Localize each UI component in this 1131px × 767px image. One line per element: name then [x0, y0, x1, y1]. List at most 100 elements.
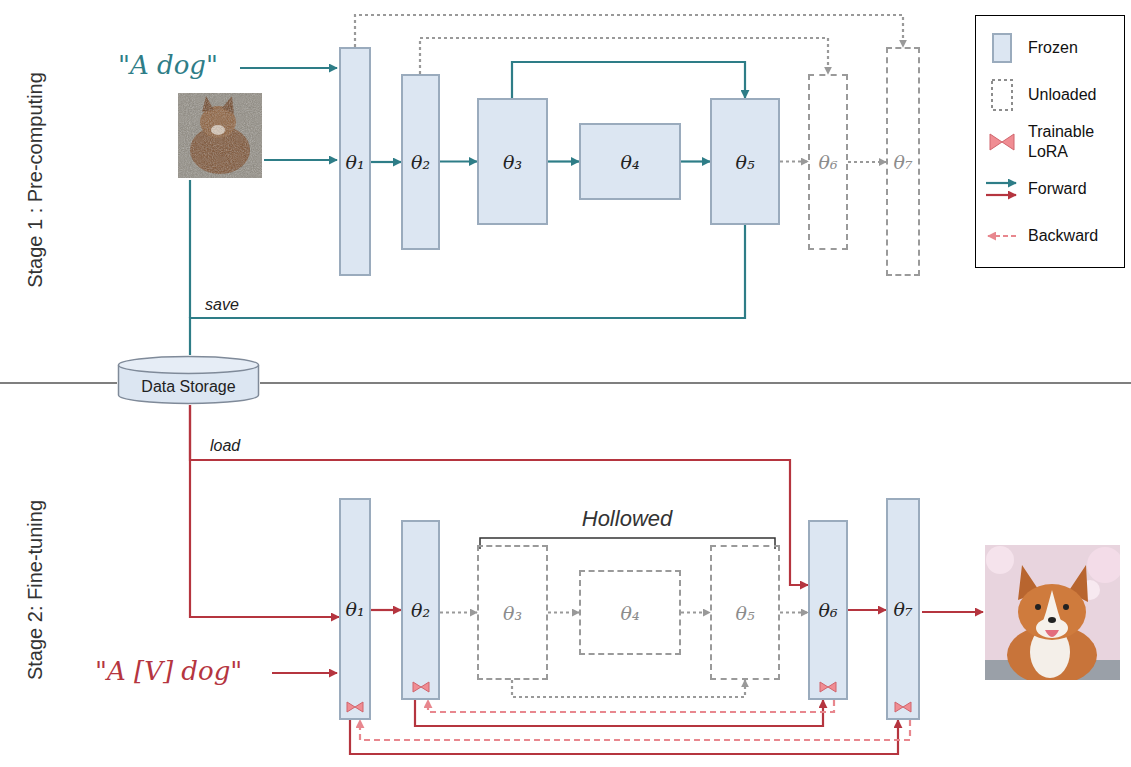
corgi-image	[1018, 584, 1086, 640]
noisy-dog-image	[178, 93, 262, 178]
model-block: θ₃	[477, 98, 548, 225]
legend-text: Backward	[1028, 226, 1098, 245]
forward-sample	[986, 193, 1016, 195]
node-label: θ₃	[503, 602, 522, 624]
corgi-image	[1007, 625, 1097, 680]
backward-sample	[988, 234, 1016, 236]
forward-arrow	[548, 160, 579, 162]
prompt-text: "A [V] dog"	[95, 656, 242, 686]
corgi-image	[1035, 604, 1041, 610]
model-block: θ₇	[886, 498, 920, 720]
forward-arrow	[848, 161, 886, 163]
lora-icon	[413, 682, 429, 692]
forward-arrow	[371, 161, 401, 163]
legend-text: Unloaded	[1028, 85, 1097, 104]
forward-arrow	[548, 611, 579, 613]
node-label: θ₃	[503, 151, 522, 173]
input-arrows	[189, 180, 191, 318]
node-label: θ₁	[345, 598, 364, 620]
forward-arrow	[780, 160, 808, 162]
noisy-dog-image	[178, 93, 262, 178]
forward-arrow	[512, 680, 745, 697]
node-label: θ₄	[620, 602, 639, 624]
stage-label: Stage 1 : Pre-computing	[24, 72, 47, 288]
node-label: θ₂	[411, 151, 430, 173]
node-label: Data Storage	[141, 378, 235, 396]
corgi-image	[1048, 617, 1056, 623]
backward-arrow	[428, 700, 834, 712]
node-label: θ₇	[893, 598, 912, 620]
node-label: θ₁	[345, 151, 364, 173]
lora-icon	[820, 682, 836, 692]
forward-sample	[986, 181, 1016, 183]
lora-icon	[347, 702, 363, 712]
lora-icon	[819, 681, 837, 693]
corgi-image	[1063, 604, 1069, 610]
legend-text: Forward	[1028, 179, 1087, 198]
legend-text: Frozen	[1028, 38, 1078, 57]
forward-arrow	[355, 15, 903, 47]
node-label: θ₆	[818, 151, 837, 173]
model-block: θ₆	[808, 74, 848, 250]
model-block: θ₆	[808, 520, 848, 700]
node-label: θ₅	[735, 151, 754, 173]
node-label: θ₇	[893, 151, 912, 173]
corgi-image	[986, 546, 1014, 574]
forward-arrow	[190, 405, 808, 585]
lora-icon	[895, 702, 911, 712]
lora-icon	[412, 681, 430, 693]
legend-symbol	[982, 77, 1022, 113]
input-arrows	[240, 67, 337, 69]
forward-arrow	[848, 609, 886, 611]
input-arrows	[922, 611, 983, 613]
forward-arrow	[440, 611, 477, 613]
legend-row: Trainable LoRA	[982, 118, 1116, 165]
node-label: θ₆	[818, 599, 837, 621]
forward-arrow	[512, 62, 745, 98]
corgi-image	[1036, 618, 1068, 638]
model-block: θ₃	[477, 545, 548, 680]
lora-icon	[346, 701, 364, 713]
model-block: θ₂	[401, 74, 440, 250]
forward-arrow	[681, 611, 710, 613]
storage-cylinder: Data Storage	[117, 355, 260, 405]
legend-row: Forward	[982, 165, 1116, 212]
legend-text: Trainable LoRA	[1028, 122, 1116, 160]
corgi-image	[985, 545, 1120, 680]
model-block: θ₂	[401, 520, 440, 700]
lora-icon	[894, 701, 912, 713]
corgi-image	[1087, 547, 1120, 583]
node-label: θ₄	[620, 151, 639, 173]
forward-arrow	[190, 225, 745, 355]
hollowed-bracket	[480, 538, 775, 549]
legend-row: Backward	[982, 212, 1116, 259]
model-block: θ₅	[710, 545, 780, 680]
node-label: θ₅	[735, 602, 754, 624]
legend-symbol	[982, 124, 1022, 160]
legend-symbol	[982, 171, 1022, 207]
edge-label: save	[203, 296, 241, 314]
stage-divider	[260, 382, 1131, 384]
cylinder-top	[119, 357, 259, 374]
legend-symbol	[982, 218, 1022, 254]
unloaded-sample	[992, 80, 1012, 110]
forward-arrow	[371, 609, 401, 611]
forward-arrow	[681, 160, 710, 162]
model-block: θ₄	[579, 123, 681, 200]
input-arrows	[272, 672, 337, 674]
legend-symbol	[982, 171, 1022, 207]
backward-arrow	[360, 720, 910, 740]
model-block: θ₁	[339, 47, 371, 276]
forward-arrow	[420, 38, 828, 74]
legend-swatch	[992, 33, 1012, 63]
noisy-dog-image	[178, 93, 262, 178]
model-block: θ₅	[710, 98, 780, 225]
stage-label: Stage 2: Fine-tuning	[24, 500, 47, 680]
lora-sample	[990, 134, 1014, 150]
legend-row: Frozen	[982, 24, 1116, 71]
prompt-text: "A dog"	[118, 50, 218, 80]
legend-row: Unloaded	[982, 71, 1116, 118]
legend-symbol	[982, 124, 1022, 160]
